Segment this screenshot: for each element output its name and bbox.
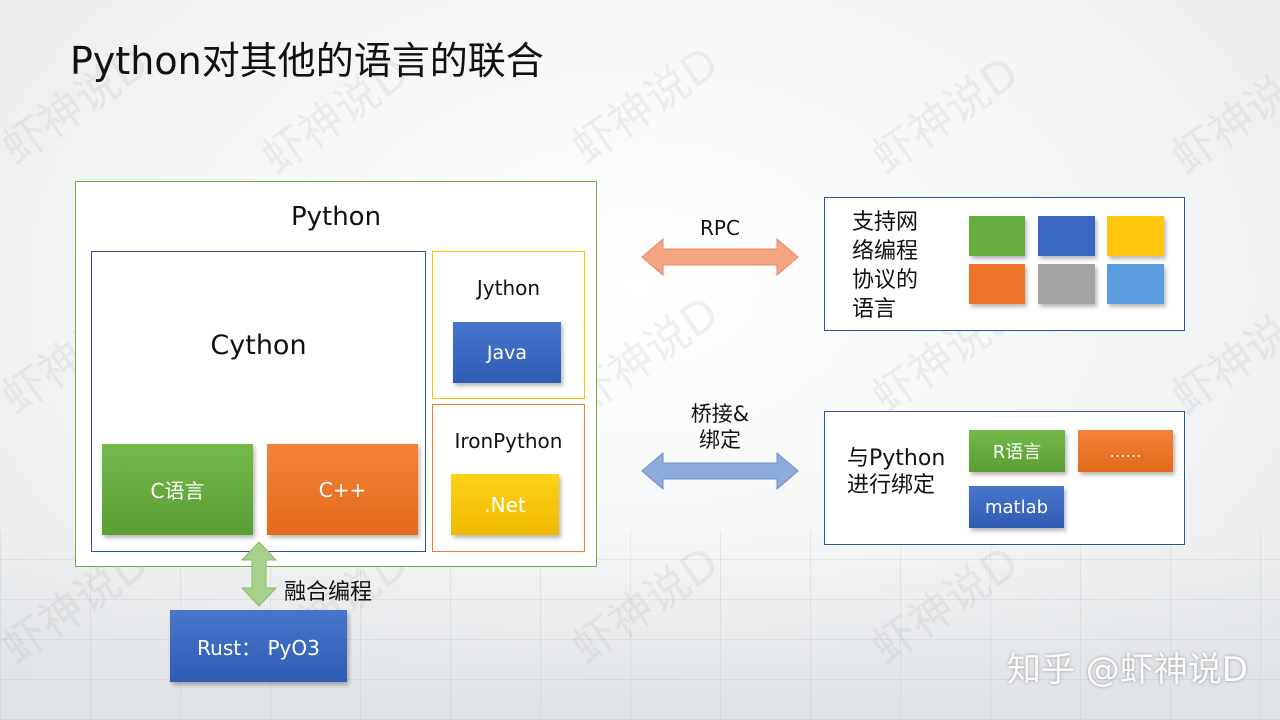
java-tile: Java <box>453 322 561 383</box>
watermark: 虾神说D <box>1162 47 1280 185</box>
watermark: 虾神说D <box>562 37 729 175</box>
credit-watermark: 知乎 @虾神说D <box>1007 650 1248 690</box>
rpc-arrow <box>641 237 799 277</box>
language-tile <box>969 264 1025 304</box>
rpc-text-line: 协议的 <box>852 268 919 293</box>
r-language-tile: R语言 <box>969 430 1065 472</box>
rpc-text-line: 支持网 <box>852 210 919 235</box>
matlab-tile: matlab <box>969 486 1064 528</box>
rpc-text-line: 语言 <box>852 297 897 322</box>
more-languages-tile: …… <box>1078 430 1173 472</box>
language-tile <box>1038 216 1095 256</box>
binding-languages-box: 与Python 进行绑定 R语言 …… matlab <box>824 411 1185 545</box>
rust-pyo3-tile: Rust： PyO3 <box>170 610 347 682</box>
cpp-tile: C++ <box>267 444 418 535</box>
dotnet-tile: .Net <box>451 474 559 535</box>
bridge-label-line: 绑定 <box>699 428 741 452</box>
language-tile <box>969 216 1025 256</box>
python-box: Python Cython C语言 C++ Jython Java IronPy… <box>75 181 597 567</box>
rpc-languages-box: 支持网 络编程 协议的 语言 <box>824 197 1185 331</box>
language-tile <box>1038 264 1095 304</box>
binding-text-line: 进行绑定 <box>847 473 936 498</box>
binding-text-line: 与Python <box>847 446 946 471</box>
rpc-description: 支持网 络编程 协议的 语言 <box>852 208 918 324</box>
language-tile <box>1107 216 1164 256</box>
python-label: Python <box>290 202 382 232</box>
ironpython-label: IronPython <box>454 429 563 453</box>
ironpython-box: IronPython .Net <box>432 404 585 552</box>
rpc-text-line: 络编程 <box>852 239 919 264</box>
bridge-label-line: 桥接& <box>690 402 750 426</box>
cython-box: Cython C语言 C++ <box>91 251 426 552</box>
c-language-tile: C语言 <box>102 444 253 535</box>
fusion-label: 融合编程 <box>284 580 373 605</box>
cython-label: Cython <box>210 330 307 361</box>
bridge-label: 桥接& 绑定 <box>668 401 772 453</box>
rpc-label: RPC <box>700 216 740 240</box>
page-title: Python对其他的语言的联合 <box>70 39 544 83</box>
language-tile <box>1107 264 1164 304</box>
fusion-arrow <box>240 541 278 607</box>
binding-description: 与Python 进行绑定 <box>847 445 945 499</box>
jython-label: Jython <box>476 276 541 300</box>
bridge-arrow <box>641 451 799 491</box>
watermark: 虾神说D <box>862 47 1029 185</box>
jython-box: Jython Java <box>432 251 585 399</box>
